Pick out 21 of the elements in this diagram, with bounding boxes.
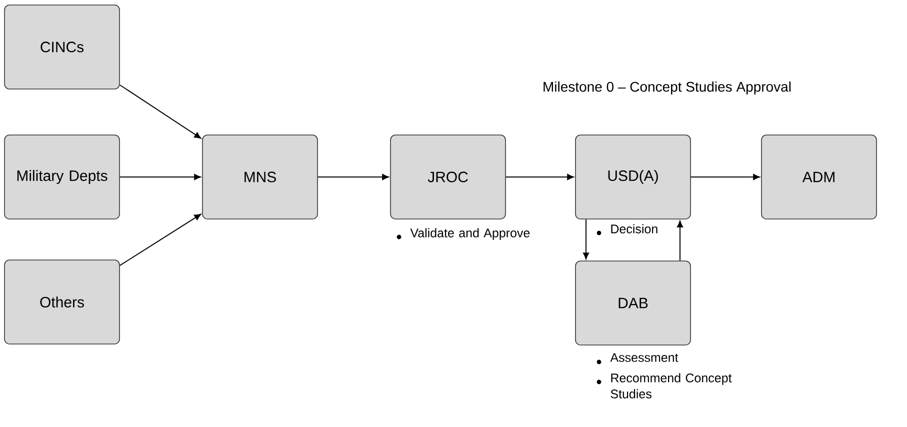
heading: Milestone 0 – Concept Studies Approval: [544, 81, 791, 95]
process-box: JROC: [390, 134, 506, 220]
arrow: [119, 84, 202, 139]
arrow: [676, 220, 684, 262]
arrow: [119, 214, 202, 266]
arrow: [505, 174, 574, 180]
note-text: Decision: [611, 224, 658, 234]
arrow: [317, 174, 389, 180]
process-box: USD(A): [575, 134, 691, 220]
process-box: MNS: [202, 134, 318, 220]
arrow: [582, 218, 590, 260]
process-box: CINCs: [4, 4, 120, 90]
note-text: Recommend Concept Studies: [610, 373, 732, 398]
arrow: [690, 174, 760, 180]
process-box: DAB: [575, 260, 691, 346]
process-box: Others: [4, 260, 120, 344]
process-box: Military Depts: [4, 134, 120, 220]
arrow: [119, 174, 201, 180]
process-box: ADM: [761, 134, 877, 220]
note-text: Validate and Approve: [410, 228, 530, 240]
note-text: Assessment: [610, 353, 678, 362]
